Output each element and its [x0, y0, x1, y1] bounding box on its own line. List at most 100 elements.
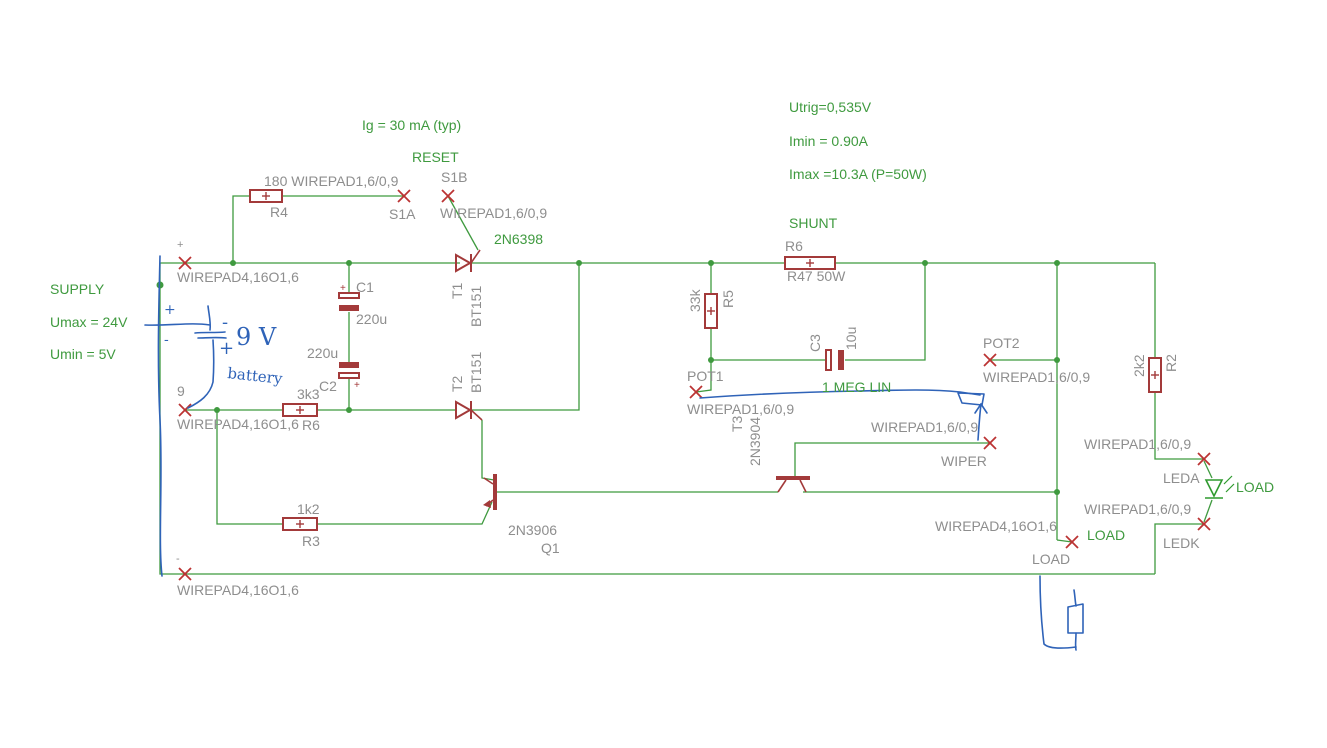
note-scr-part: 2N6398 [494, 231, 543, 247]
leda-pad-label: WIREPAD1,6/0,9 [1084, 436, 1191, 452]
capacitor-c1: + [338, 283, 360, 311]
pad-pot2 [983, 353, 997, 367]
resistor-r5 [704, 293, 718, 329]
r2-name: R2 [1163, 354, 1179, 372]
note-shunt: SHUNT [789, 215, 838, 231]
note-pot: 1 MEG LIN [822, 379, 891, 395]
led [1204, 475, 1235, 499]
r3-name: R3 [302, 533, 320, 549]
q1-name: Q1 [541, 540, 560, 556]
s1b-label: S1B [441, 169, 467, 185]
wiper-label: WIPER [941, 453, 987, 469]
svg-text:+: + [340, 283, 346, 294]
c2-name: C2 [319, 378, 337, 394]
resistor-r4 [249, 189, 283, 203]
pad-9 [178, 403, 192, 417]
note-umax: Umax = 24V [50, 314, 128, 330]
s1a-label: S1A [389, 206, 416, 222]
part-labels: 180 WIREPAD1,6/0,9 R4 S1B S1A WIREPAD1,6… [176, 169, 1200, 598]
thyristor-t2 [455, 400, 483, 421]
resistor-r6-shunt [784, 256, 836, 270]
c1-value: 220u [356, 311, 387, 327]
battery-minus-sign: - [222, 312, 228, 333]
pot1-pad-label: WIREPAD1,6/0,9 [687, 401, 794, 417]
handwritten-battery [144, 255, 227, 577]
r6-value: R47 50W [787, 268, 846, 284]
s1-pad-label: WIREPAD1,6/0,9 [440, 205, 547, 221]
note-umin: Umin = 5V [50, 346, 116, 362]
r4-name: R4 [270, 204, 288, 220]
capacitor-c3 [825, 349, 844, 371]
pad-minus [178, 567, 192, 581]
note-load-right: LOAD [1236, 479, 1274, 495]
t2-name: T2 [449, 375, 465, 392]
note-imin: Imin = 0.90A [789, 133, 869, 149]
pad-plus [178, 256, 192, 270]
ledk-pad-label: WIREPAD1,6/0,9 [1084, 501, 1191, 517]
r4-pad: WIREPAD1,6/0,9 [291, 173, 398, 189]
r6b-name: R6 [302, 417, 320, 433]
r5-name: R5 [720, 290, 736, 308]
transistor-t3 [776, 476, 810, 493]
r6b-value: 3k3 [297, 386, 320, 402]
pads [178, 189, 1211, 581]
junctions [156, 260, 1060, 495]
pad-9-sign: 9 [177, 383, 185, 399]
resistor-r6-3k3 [282, 403, 318, 417]
pad-s1b [441, 189, 455, 203]
thyristor-t1 [455, 249, 481, 273]
note-load-mid: LOAD [1087, 527, 1125, 543]
cell-minus-sign: - [164, 332, 169, 348]
svg-text:180 WIREPAD1,6/0,9: 180 WIREPAD1,6/0,9 [264, 173, 399, 189]
battery-voltage: 9 V [236, 323, 277, 351]
pot2-label: POT2 [983, 335, 1020, 351]
r6-name: R6 [785, 238, 803, 254]
transistor-q1 [483, 474, 497, 510]
ledk-label: LEDK [1163, 535, 1200, 551]
t3-part: 2N3904 [747, 417, 763, 466]
load-pad-label: WIREPAD4,16O1,6 [935, 518, 1057, 534]
pot2-pad-label: WIREPAD1,6/0,9 [983, 369, 1090, 385]
load-name-label: LOAD [1032, 551, 1070, 567]
r5-value: 33k [687, 288, 703, 312]
t1-name: T1 [449, 282, 465, 299]
pad-pot1 [689, 385, 703, 399]
capacitor-c2: + [338, 362, 360, 391]
pad-s1a [397, 189, 411, 203]
c3-value: 10u [843, 327, 859, 350]
pad-9-label: WIREPAD4,16O1,6 [177, 416, 299, 432]
svg-text:+: + [354, 380, 360, 391]
t2-part: BT151 [468, 352, 484, 393]
pad-minus-sign: - [176, 553, 180, 565]
note-supply: SUPPLY [50, 281, 105, 297]
cell-plus-sign: + [164, 302, 176, 318]
r2-value: 2k2 [1131, 354, 1147, 377]
handwritten-pot-wire [699, 389, 988, 441]
pad-load [1065, 535, 1079, 549]
pad-ledk [1197, 517, 1211, 531]
c3-name: C3 [807, 334, 823, 352]
q1-part: 2N3906 [508, 522, 557, 538]
r3-value: 1k2 [297, 501, 320, 517]
handwritten-text: 9 V battery - + + - [164, 302, 284, 388]
handwritten-load [1039, 575, 1084, 651]
notes: Ig = 30 mA (typ) RESET Utrig=0,535V Imin… [50, 99, 1274, 543]
pad-plus-sign: + [177, 239, 183, 251]
note-reset: RESET [412, 149, 459, 165]
t3-name: T3 [729, 415, 745, 432]
r4-value: 180 [264, 173, 288, 189]
leda-label: LEDA [1163, 470, 1200, 486]
t1-part: BT151 [468, 286, 484, 327]
resistor-r2 [1148, 357, 1162, 393]
pad-leda [1197, 452, 1211, 466]
pad-plus-label: WIREPAD4,16O1,6 [177, 269, 299, 285]
battery-word: battery [227, 364, 284, 388]
c1-name: C1 [356, 279, 374, 295]
c2-value: 220u [307, 345, 338, 361]
resistor-r3 [282, 517, 318, 531]
pad-minus-label: WIREPAD4,16O1,6 [177, 582, 299, 598]
pad-wiper [983, 436, 997, 450]
note-utrig: Utrig=0,535V [789, 99, 872, 115]
wiper-pad-label: WIREPAD1,6/0,9 [871, 419, 978, 435]
